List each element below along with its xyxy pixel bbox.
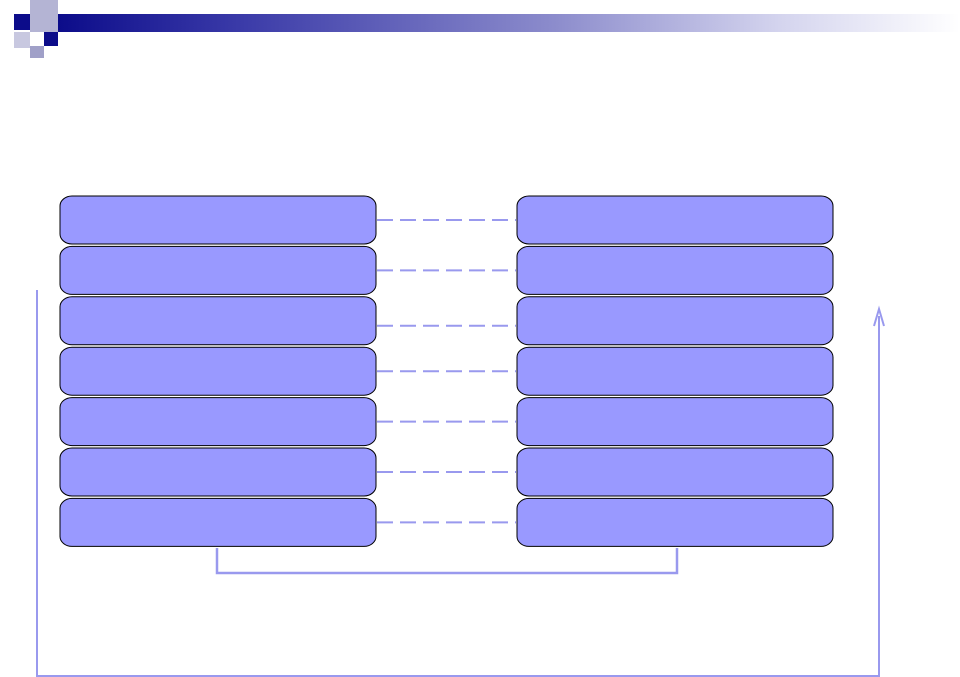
left-stack-layer-4 <box>59 346 377 396</box>
left-stack-layer-7 <box>59 497 377 547</box>
left-stack-layer-6 <box>59 447 377 497</box>
corner-square-navy-2 <box>44 32 58 46</box>
outer-loop-connector <box>36 290 880 677</box>
left-stack-layer-2 <box>59 245 377 295</box>
right-stack-layer-7 <box>516 497 834 547</box>
right-stack-layer-4 <box>516 346 834 396</box>
physical-link-connector <box>215 548 679 575</box>
corner-square-navy-1 <box>14 14 30 30</box>
corner-square-grey-1 <box>30 0 58 32</box>
header-gradient-bar <box>58 14 960 32</box>
right-stack-layer-6 <box>516 447 834 497</box>
right-stack-layer-1 <box>516 195 834 245</box>
right-stack-layer-5 <box>516 397 834 447</box>
peer-links <box>377 219 516 524</box>
corner-square-grey-2 <box>30 46 44 58</box>
outer-loop-arrow-icon <box>873 305 885 327</box>
left-stack-layer-5 <box>59 397 377 447</box>
corner-square-light-1 <box>14 32 30 48</box>
right-stack-layer-3 <box>516 296 834 346</box>
left-stack <box>59 195 377 547</box>
left-stack-layer-3 <box>59 296 377 346</box>
right-stack <box>516 195 834 547</box>
right-stack-layer-2 <box>516 245 834 295</box>
left-stack-layer-1 <box>59 195 377 245</box>
